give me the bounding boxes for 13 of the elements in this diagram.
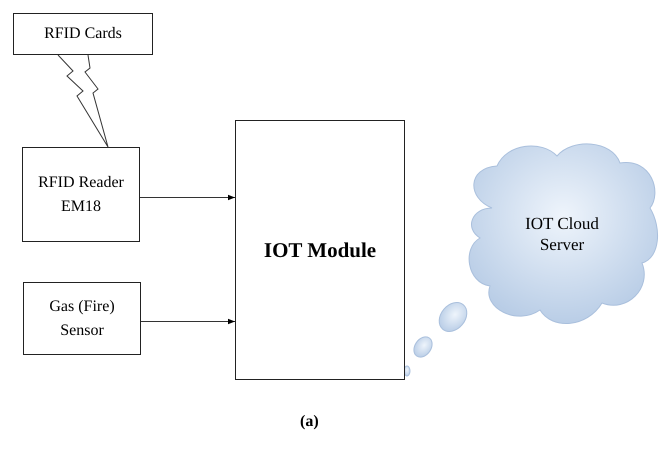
cloud-label: IOT Cloud Server: [524, 212, 600, 256]
process-box: [23, 282, 141, 355]
arrow: [140, 318, 236, 324]
process-box: [13, 13, 153, 55]
wireless-link: [58, 54, 108, 148]
box-label: RFID Cards: [44, 24, 122, 44]
box-label: Gas (Fire) Sensor: [48, 297, 116, 340]
box-label: RFID Reader EM18: [37, 173, 125, 216]
caption: (a): [300, 412, 319, 432]
module-box: [235, 120, 405, 380]
arrow: [140, 194, 236, 200]
process-box: [22, 147, 140, 242]
box-label: IOT Module: [264, 236, 376, 264]
